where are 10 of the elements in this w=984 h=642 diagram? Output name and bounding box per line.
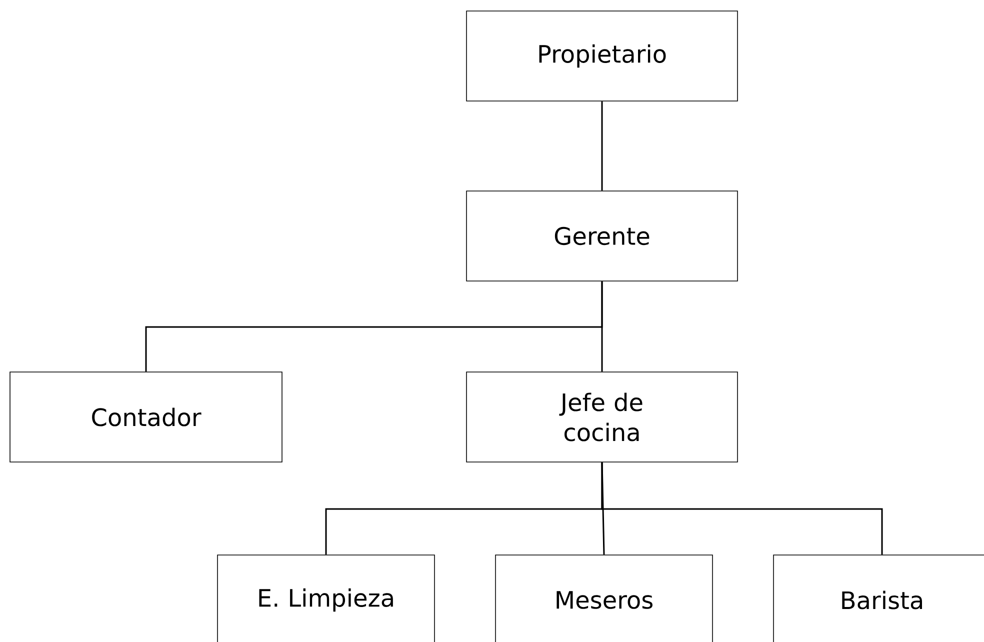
connector-line <box>601 462 883 555</box>
role-box: E. Limpieza <box>217 554 435 642</box>
role-box: Jefe de cocina <box>466 372 738 462</box>
role-box: Contador <box>10 372 282 462</box>
role-box: Barista <box>773 554 984 642</box>
connector-line <box>601 281 603 372</box>
role-box: Meseros <box>495 554 713 642</box>
role-box: Propietario <box>466 10 738 102</box>
connector-line <box>601 101 603 191</box>
role-box: Gerente <box>466 190 738 282</box>
